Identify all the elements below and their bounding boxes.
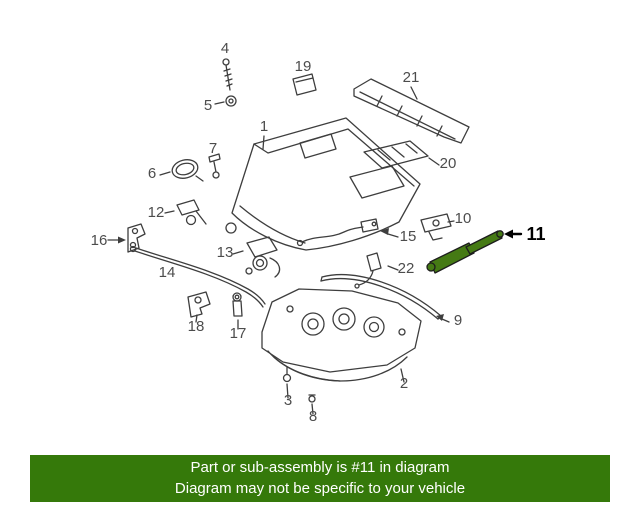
part-20-grille [363, 140, 440, 169]
part-label-4: 4 [221, 40, 229, 57]
part-13-latch [232, 236, 281, 278]
part-label-3: 3 [284, 392, 292, 409]
highlight-banner: Part or sub-assembly is #11 in diagram D… [30, 455, 610, 502]
part-label-11: 11 [526, 224, 545, 244]
part-6-emblem [159, 159, 204, 182]
part-15-cable [296, 218, 399, 247]
part-2-insulator [261, 288, 422, 383]
part-label-14: 14 [159, 264, 176, 281]
part-label-19: 19 [295, 58, 312, 75]
part-8-fastener [308, 394, 316, 415]
part-label-6: 6 [148, 165, 156, 182]
part-label-20: 20 [440, 155, 457, 172]
part-11-strut-highlighted [426, 230, 504, 274]
part-label-15: 15 [400, 228, 417, 245]
part-1-hood-panel [225, 117, 421, 251]
part-label-10: 10 [455, 210, 472, 227]
part-12-hinge [164, 199, 207, 226]
part-label-1: 1 [260, 118, 268, 135]
banner-line2: Diagram may not be specific to your vehi… [174, 479, 466, 497]
part-label-2: 2 [400, 375, 408, 392]
part-11-callout-arrow [504, 229, 523, 239]
part-17-pin [232, 292, 243, 330]
part-10-lock [420, 213, 455, 241]
part-label-22: 22 [398, 260, 415, 277]
part-22-sensor [354, 252, 399, 289]
part-3-clip [282, 366, 292, 399]
part-19-bracket [292, 73, 317, 96]
part-label-21: 21 [403, 69, 420, 86]
part-21-molding [353, 78, 470, 144]
part-label-13: 13 [217, 244, 234, 261]
part-label-9: 9 [454, 312, 462, 329]
part-14-rod [129, 245, 266, 308]
part-label-17: 17 [230, 325, 247, 342]
banner-line1: Part or sub-assembly is #11 in diagram [190, 458, 450, 476]
part-9-weatherstrip [320, 274, 450, 323]
part-18-bracket [187, 291, 211, 323]
part-16-bracket [107, 223, 146, 253]
part-label-12: 12 [148, 204, 165, 221]
part-label-5: 5 [204, 97, 212, 114]
part-label-18: 18 [188, 318, 205, 335]
part-label-16: 16 [91, 232, 108, 249]
part-label-7: 7 [209, 140, 217, 157]
part-7-grommet [208, 153, 221, 179]
part-label-8: 8 [309, 408, 317, 425]
part-5-nut [214, 95, 237, 107]
part-4-screw [222, 58, 233, 91]
